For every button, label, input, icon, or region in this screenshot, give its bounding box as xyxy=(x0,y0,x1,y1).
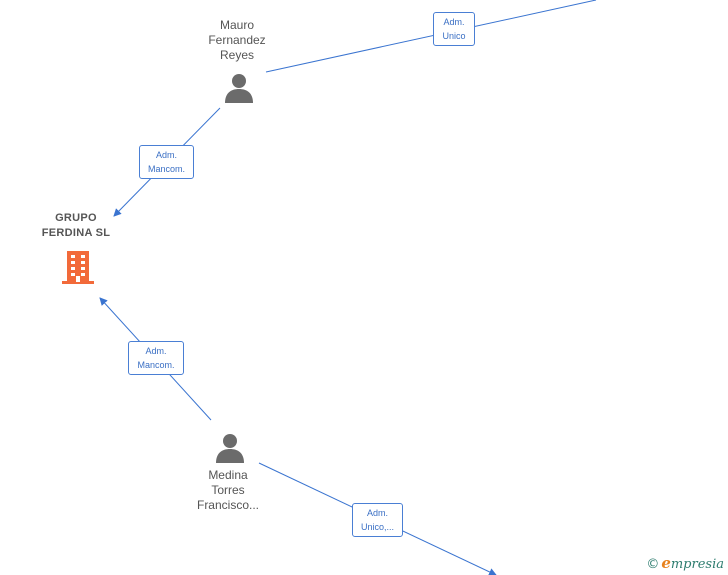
edge-label-adm-mancom-medina[interactable]: Adm. Mancom. xyxy=(128,341,184,375)
empresia-watermark: ©empresia xyxy=(646,554,724,572)
company-name-grupo-ferdina[interactable]: GRUPO FERDINA SL xyxy=(41,212,111,239)
brand-initial: e xyxy=(661,554,671,572)
edge-label-adm-mancom-mauro[interactable]: Adm. Mancom. xyxy=(139,145,194,179)
edge-mauro-offscreen xyxy=(265,0,597,73)
edge-label-adm-unico-mauro[interactable]: Adm. Unico xyxy=(433,12,475,46)
person-name-mauro[interactable]: Mauro Fernandez Reyes xyxy=(208,18,266,62)
building-icon[interactable] xyxy=(62,250,94,284)
brand-name: mpresia xyxy=(670,557,724,572)
person-icon[interactable] xyxy=(215,432,245,464)
person-name-medina[interactable]: Medina Torres Francisco... xyxy=(196,468,259,512)
person-icon[interactable] xyxy=(224,72,254,104)
edge-label-adm-unico-medina[interactable]: Adm. Unico,... xyxy=(352,503,403,537)
copyright-icon: © xyxy=(646,557,660,572)
